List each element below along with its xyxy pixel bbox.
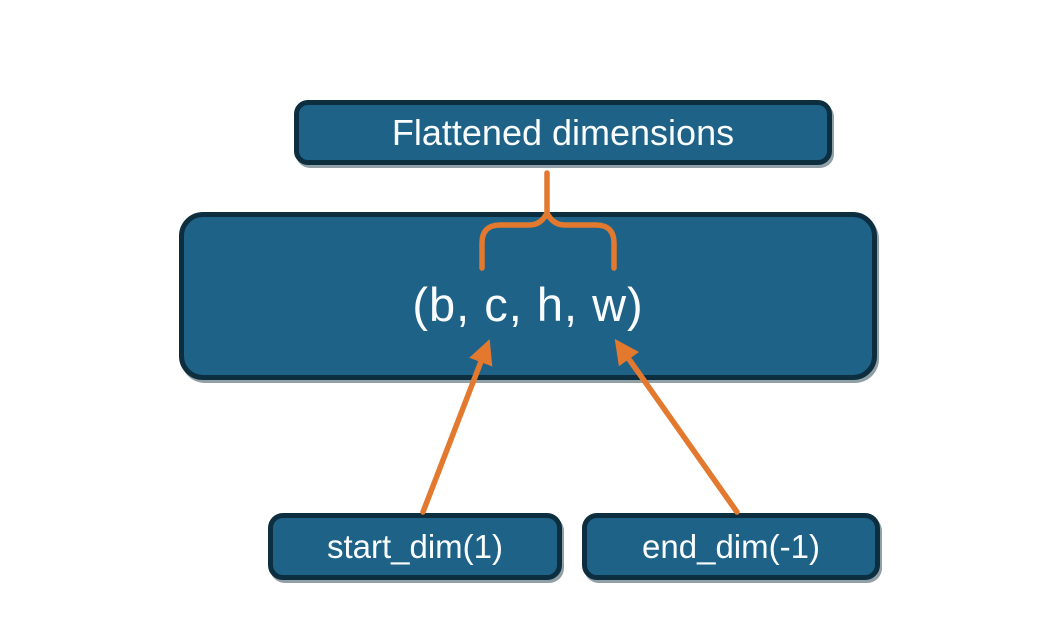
end-dim-label: end_dim(-1) (642, 527, 820, 565)
node-tensor-shape: (b, c, h, w) (179, 212, 877, 380)
flattened-dimensions-label: Flattened dimensions (391, 111, 735, 153)
node-start-dim: start_dim(1) (268, 513, 562, 580)
start-dim-label: start_dim(1) (326, 527, 504, 565)
node-flattened-dimensions: Flattened dimensions (294, 100, 832, 165)
node-end-dim: end_dim(-1) (582, 513, 880, 580)
tensor-shape-label: (b, c, h, w) (412, 277, 644, 331)
